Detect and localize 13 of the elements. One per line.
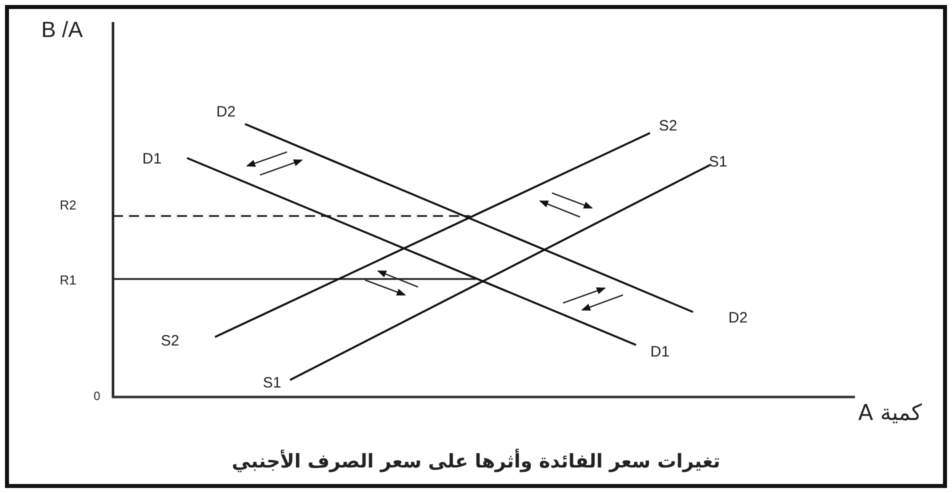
curve-label: D2 (216, 104, 236, 120)
axis-label: كمية A (858, 403, 922, 425)
axis-label: B /A (41, 19, 83, 41)
tick-label: R2 (60, 198, 76, 212)
curve-label: D1 (142, 152, 162, 166)
curve-label: S1 (708, 154, 728, 170)
curve-label: D2 (728, 310, 748, 326)
curve-label: D1 (650, 344, 670, 360)
curve-label: S2 (160, 334, 180, 348)
curve-label: S1 (262, 376, 282, 390)
curve-label: S2 (658, 118, 678, 134)
tick-label: 0 (94, 390, 100, 402)
tick-label: R1 (60, 274, 76, 286)
